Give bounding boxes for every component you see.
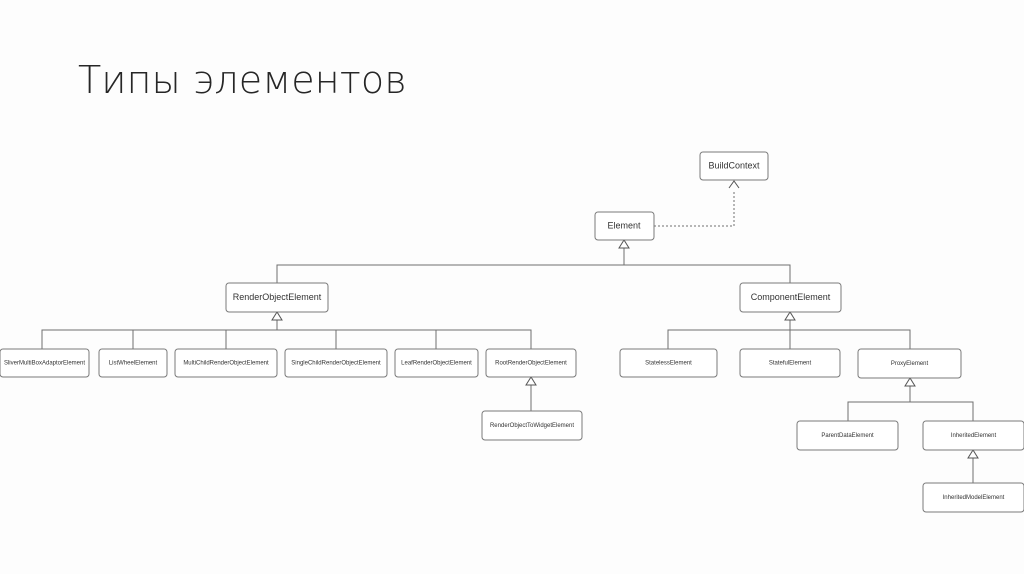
arrowhead-rootrenderobjectelement <box>525 376 537 386</box>
node-inheritedmodelelement: InheritedModelElement <box>922 482 1024 513</box>
edge-component-children-bus <box>667 320 911 349</box>
node-buildcontext: BuildContext <box>699 151 769 181</box>
svg-text:ParentDataElement: ParentDataElement <box>821 433 874 439</box>
node-renderobjectelement: RenderObjectElement <box>225 282 329 313</box>
svg-text:InheritedModelElement: InheritedModelElement <box>943 495 1005 501</box>
svg-text:SingleChildRenderObjectElement: SingleChildRenderObjectElement <box>291 361 381 367</box>
arrowhead-componentelement <box>784 311 796 321</box>
node-multichildrenderobjectelement: MultiChildRenderObjectElement <box>174 348 278 378</box>
node-slivermultiboxadaptorelement: SliverMultiBoxAdaptorElement <box>0 348 90 378</box>
arrowhead-element <box>618 239 630 249</box>
edge-renderobject-children-bus <box>41 320 532 349</box>
arrowhead-renderobjectelement <box>271 311 283 321</box>
node-componentelement: ComponentElement <box>739 282 842 313</box>
arrowhead-inheritedelement <box>967 449 979 459</box>
node-parentdataelement: ParentDataElement <box>796 420 899 451</box>
node-leafrenderobjectelement: LeafRenderObjectElement <box>394 348 479 378</box>
node-statefulelement: StatefulElement <box>739 348 841 378</box>
node-renderobjecttowidgetelement: RenderObjectToWidgetElement <box>481 410 583 441</box>
node-singlechildrenderobjectelement: SingleChildRenderObjectElement <box>284 348 388 378</box>
svg-text:ListWheelElement: ListWheelElement <box>109 361 158 367</box>
arrowhead-buildcontext <box>728 180 740 189</box>
node-element: Element <box>594 211 655 241</box>
arrowhead-proxyelement <box>904 377 916 387</box>
svg-text:RootRenderObjectElement: RootRenderObjectElement <box>495 361 567 367</box>
edge-level1-bus <box>276 248 791 283</box>
node-statelesselement: StatelessElement <box>619 348 718 378</box>
node-proxyelement: ProxyElement <box>857 348 962 379</box>
node-listwheelelement: ListWheelElement <box>98 348 168 378</box>
node-rootrenderobjectelement: RootRenderObjectElement <box>485 348 577 378</box>
svg-text:BuildContext: BuildContext <box>708 160 760 170</box>
svg-text:LeafRenderObjectElement: LeafRenderObjectElement <box>401 361 472 367</box>
svg-text:InheritedElement: InheritedElement <box>951 433 997 439</box>
edge-proxy-children-bus <box>847 386 974 421</box>
svg-text:MultiChildRenderObjectElement: MultiChildRenderObjectElement <box>183 361 269 367</box>
svg-text:StatelessElement: StatelessElement <box>645 361 692 367</box>
svg-text:RenderObjectToWidgetElement: RenderObjectToWidgetElement <box>490 423 574 429</box>
edge-element-buildcontext <box>654 190 735 227</box>
svg-text:Element: Element <box>607 220 641 230</box>
svg-text:SliverMultiBoxAdaptorElement: SliverMultiBoxAdaptorElement <box>4 361 85 367</box>
svg-text:RenderObjectElement: RenderObjectElement <box>233 292 322 302</box>
node-inheritedelement: InheritedElement <box>922 420 1024 451</box>
svg-text:StatefulElement: StatefulElement <box>769 361 812 367</box>
slide-title: Типы элементов <box>78 58 407 102</box>
svg-text:ProxyElement: ProxyElement <box>891 361 929 367</box>
svg-text:ComponentElement: ComponentElement <box>751 292 831 302</box>
